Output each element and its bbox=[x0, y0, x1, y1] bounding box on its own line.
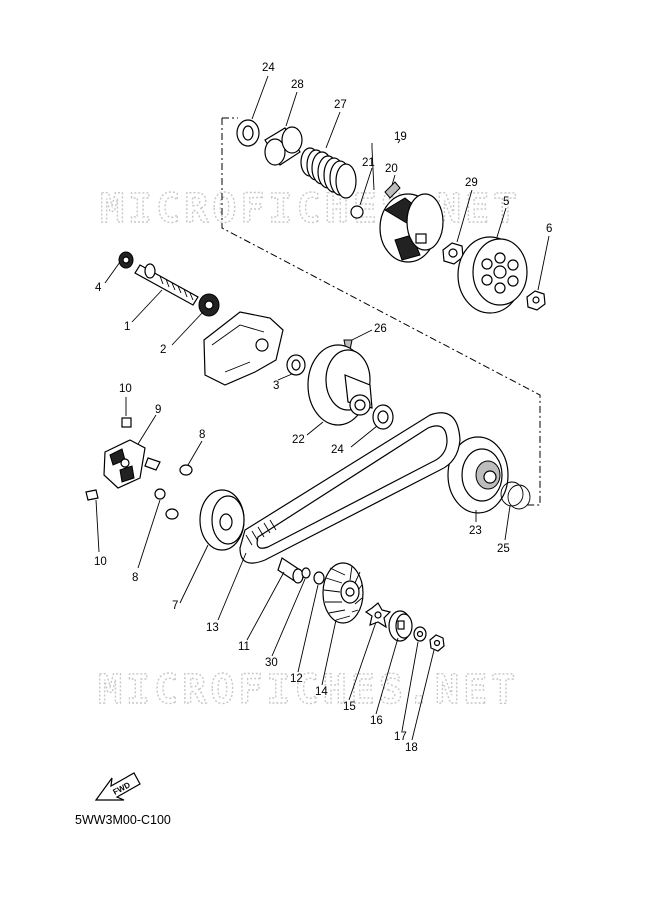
part-24-washer-lower[interactable] bbox=[372, 404, 394, 430]
callout-2: 2 bbox=[160, 344, 166, 356]
part-8-roller-b[interactable] bbox=[154, 488, 166, 500]
part-8-roller-a[interactable] bbox=[179, 464, 193, 476]
callout-24-lower: 24 bbox=[331, 444, 344, 456]
callout-8-top: 8 bbox=[199, 429, 205, 441]
part-27-spring[interactable] bbox=[300, 147, 357, 199]
part-6-nut[interactable] bbox=[526, 290, 546, 311]
part-21-ring[interactable] bbox=[350, 205, 364, 219]
part-3-seal[interactable] bbox=[286, 354, 306, 376]
callout-25: 25 bbox=[497, 543, 510, 555]
callout-22: 22 bbox=[292, 434, 305, 446]
callout-8-bottom: 8 bbox=[132, 572, 138, 584]
part-9-cam[interactable] bbox=[103, 439, 146, 489]
part-28-collar[interactable] bbox=[264, 126, 303, 166]
callout-21: 21 bbox=[362, 157, 375, 169]
callout-10-top: 10 bbox=[119, 383, 132, 395]
callout-23: 23 bbox=[469, 525, 482, 537]
part-13-v-belt[interactable] bbox=[239, 412, 461, 564]
callout-20: 20 bbox=[385, 163, 398, 175]
watermark-bottom: MICROFICHES.NET bbox=[98, 667, 519, 713]
part-18-nut[interactable] bbox=[429, 634, 445, 652]
callout-1: 1 bbox=[124, 321, 130, 333]
callout-26: 26 bbox=[374, 323, 387, 335]
callout-7: 7 bbox=[172, 600, 178, 612]
callout-17: 17 bbox=[394, 731, 407, 743]
callout-30: 30 bbox=[265, 657, 278, 669]
part-8-roller-c[interactable] bbox=[165, 508, 179, 520]
part-22-sliding-sheave[interactable] bbox=[307, 344, 373, 426]
part-1-shaft[interactable] bbox=[134, 263, 199, 306]
callout-11: 11 bbox=[238, 641, 250, 653]
part-20-pin[interactable] bbox=[384, 181, 401, 199]
diagram-code: 5WW3M00-C100 bbox=[75, 813, 171, 827]
part-2-bearing[interactable] bbox=[198, 293, 220, 317]
part-4-bearing[interactable] bbox=[118, 251, 134, 269]
part-14-fan[interactable] bbox=[322, 562, 364, 624]
part-5-clutch-housing[interactable] bbox=[457, 236, 528, 314]
callout-24-top: 24 bbox=[262, 62, 275, 74]
callout-13: 13 bbox=[206, 622, 219, 634]
part-7-primary-sheave[interactable] bbox=[199, 489, 245, 551]
leader-lines bbox=[95, 75, 550, 741]
watermark-top: MICROFICHES.NET bbox=[100, 186, 521, 232]
part-10-clip-right[interactable] bbox=[144, 457, 161, 471]
callout-19: 19 bbox=[394, 131, 407, 143]
callout-6: 6 bbox=[546, 223, 552, 235]
part-16-holder[interactable] bbox=[388, 610, 413, 642]
part-19-clutch-carrier[interactable] bbox=[379, 193, 444, 263]
part-17-washer[interactable] bbox=[413, 626, 427, 642]
callout-12: 12 bbox=[290, 673, 303, 685]
callout-16: 16 bbox=[370, 715, 383, 727]
part-25-o-rings[interactable] bbox=[500, 481, 531, 510]
part-10-clip-upper[interactable] bbox=[121, 417, 132, 428]
part-23-secondary-sheave[interactable] bbox=[447, 436, 509, 514]
callout-27: 27 bbox=[334, 99, 347, 111]
callout-9: 9 bbox=[155, 404, 161, 416]
callout-4: 4 bbox=[95, 282, 102, 294]
part-24-washer[interactable] bbox=[236, 119, 260, 147]
gear-case[interactable] bbox=[203, 311, 284, 386]
part-30-washer[interactable] bbox=[301, 567, 311, 579]
part-10-clip-left[interactable] bbox=[85, 489, 99, 501]
callouts: 24 28 27 19 20 21 29 5 6 4 1 2 26 3 10 9… bbox=[94, 62, 552, 754]
callout-29: 29 bbox=[465, 177, 478, 189]
callout-18: 18 bbox=[405, 742, 418, 754]
callout-28: 28 bbox=[291, 79, 304, 91]
callout-10-bottom: 10 bbox=[94, 556, 107, 568]
part-11-collar[interactable] bbox=[277, 557, 304, 584]
callout-15: 15 bbox=[343, 701, 356, 713]
callout-5: 5 bbox=[503, 196, 509, 208]
part-15-spider[interactable] bbox=[364, 602, 392, 629]
assembly-outline bbox=[221, 117, 541, 506]
callout-3: 3 bbox=[273, 380, 279, 392]
callout-14: 14 bbox=[315, 686, 328, 698]
fwd-arrow-icon: FWD bbox=[94, 772, 141, 801]
part-12-washer[interactable] bbox=[313, 571, 325, 585]
